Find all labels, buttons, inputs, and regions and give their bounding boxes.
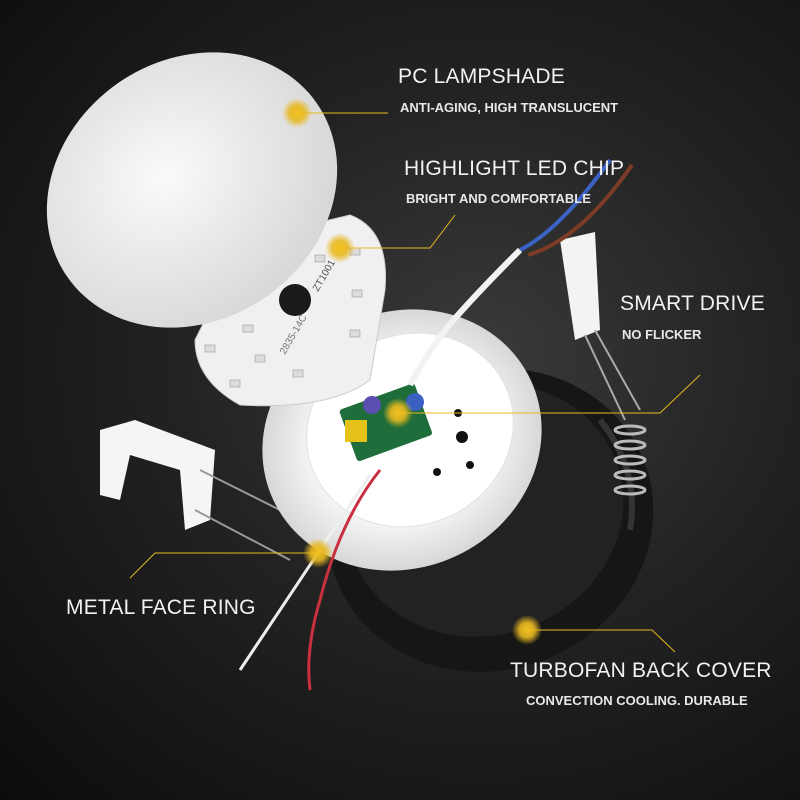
callout-dot-ring [303,538,333,568]
callout-dots [282,98,542,645]
wires [238,158,634,691]
callout-title-back-cover: TURBOFAN BACK COVER [510,659,772,682]
callout-subtitle-led-chip: BRIGHT AND COMFORTABLE [406,191,591,206]
callout-subtitle-smart-drive: NO FLICKER [622,327,702,342]
pc-lampshade [46,52,338,328]
callout-dot-led [325,233,355,263]
callout-dot-lampshade [282,98,312,128]
callout-title-face-ring: METAL FACE RING [66,596,256,619]
callout-title-led-chip: HIGHLIGHT LED CHIP [404,157,625,180]
spring-clip-right [560,232,647,496]
leader-lines [129,112,701,653]
callout-dot-cover [512,615,542,645]
callout-title-smart-drive: SMART DRIVE [620,292,765,315]
callout-subtitle-back-cover: CONVECTION COOLING. DURABLE [526,693,748,708]
callout-subtitle-lampshade: ANTI-AGING, HIGH TRANSLUCENT [400,100,619,115]
callout-title-lampshade: PC LAMPSHADE [398,65,565,88]
callout-dot-drive [383,398,413,428]
